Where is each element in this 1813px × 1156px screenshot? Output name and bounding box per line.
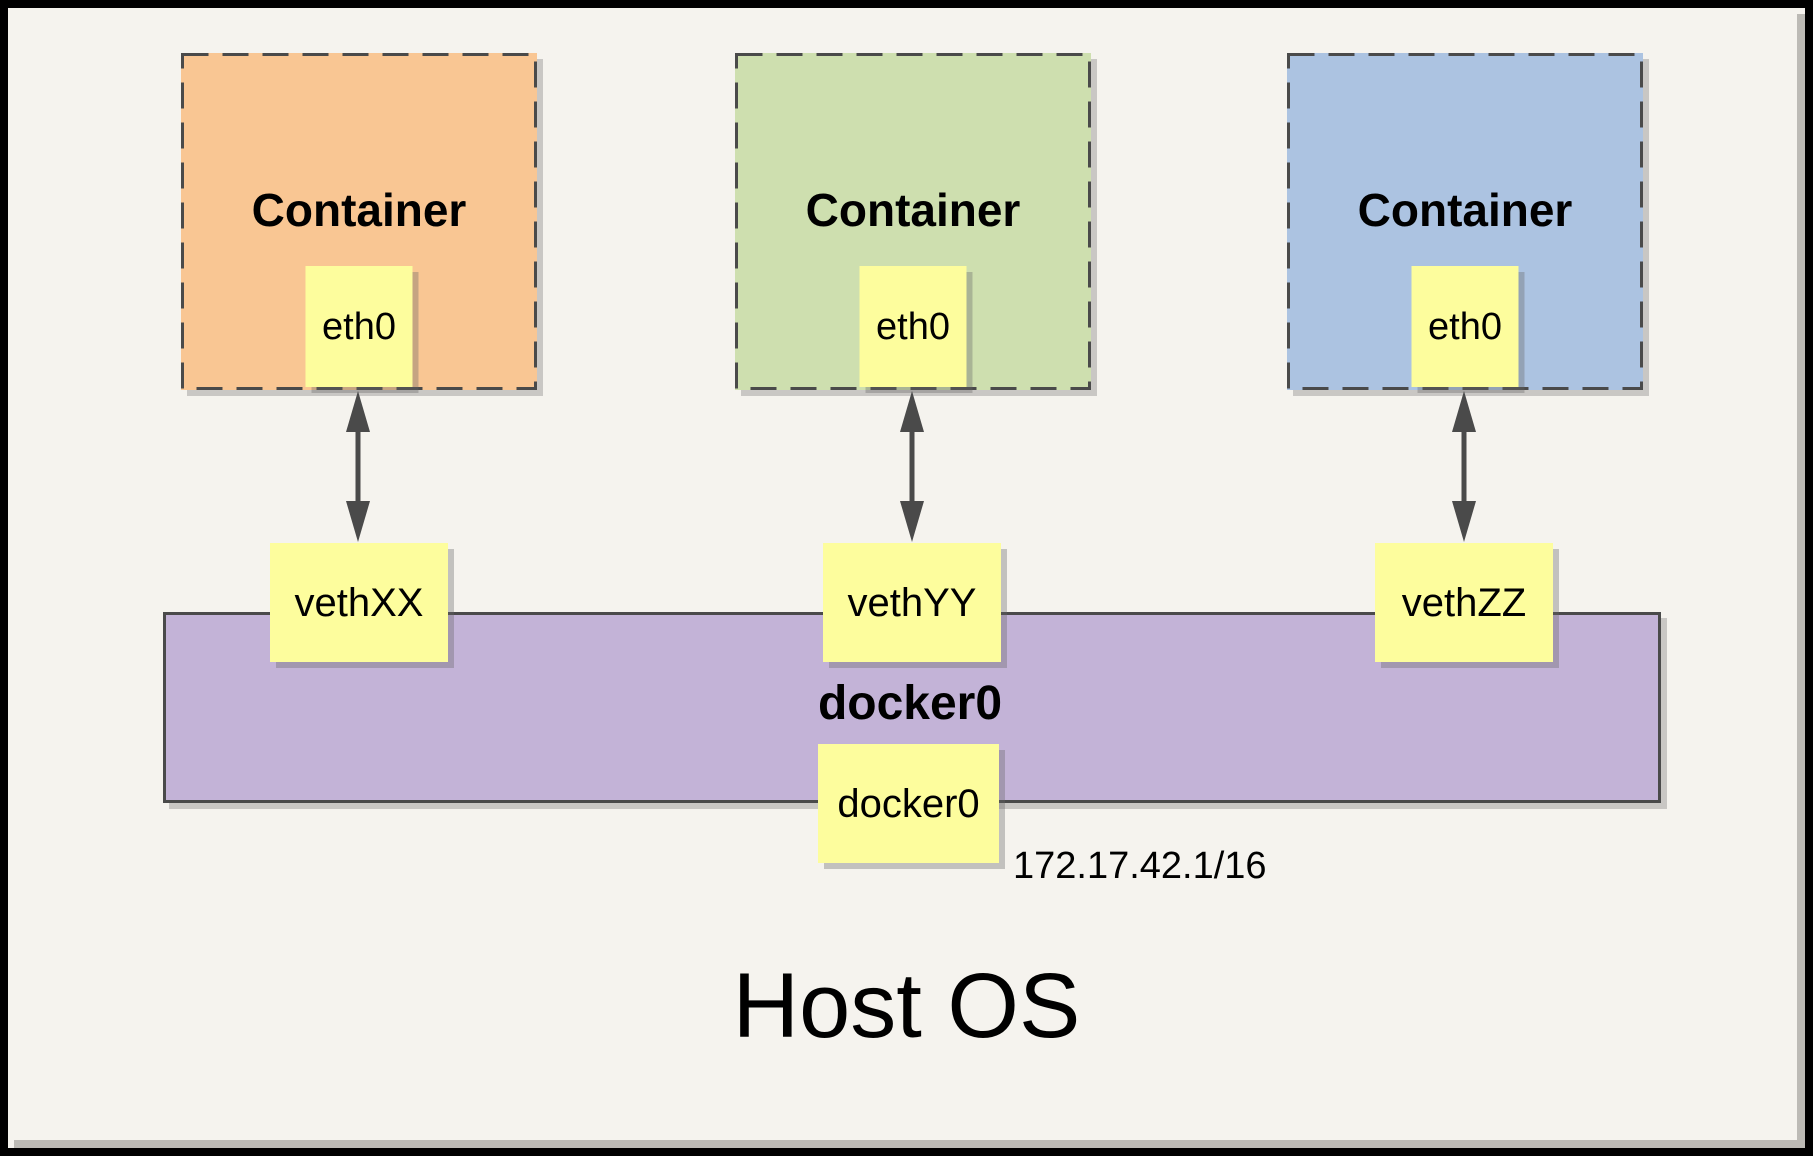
container-box-3: Container eth0 [1287, 53, 1643, 390]
container-box-1: Container eth0 [181, 53, 537, 390]
panel-shadow-bottom [14, 1140, 1805, 1148]
eth0-label-3: eth0 [1428, 305, 1502, 348]
eth0-box-2: eth0 [859, 266, 967, 387]
eth0-box-1: eth0 [305, 266, 413, 387]
eth0-box-3: eth0 [1411, 266, 1519, 387]
double-arrow-icon-1 [346, 391, 370, 542]
eth0-label-1: eth0 [322, 305, 396, 348]
double-arrow-icon-3 [1452, 391, 1476, 542]
docker0-interface-box: docker0 [818, 744, 999, 863]
host-os-label: Host OS [732, 955, 1081, 1057]
panel-shadow-right [1797, 14, 1805, 1148]
ip-address-label: 172.17.42.1/16 [1013, 845, 1267, 887]
double-arrow-icon-2 [900, 391, 924, 542]
container-box-2: Container eth0 [735, 53, 1091, 390]
docker0-bridge-label: docker0 [817, 677, 1003, 730]
vethzz-label: vethZZ [1401, 580, 1527, 625]
vethxx-label: vethXX [294, 580, 424, 625]
vethyy-box: vethYY [823, 543, 1001, 662]
eth0-label-2: eth0 [876, 305, 950, 348]
container-label-2: Container [805, 184, 1021, 236]
docker0-interface-label: docker0 [837, 781, 980, 826]
container-label-3: Container [1357, 184, 1573, 236]
vethzz-box: vethZZ [1375, 543, 1553, 662]
container-label-1: Container [251, 184, 467, 236]
vethyy-label: vethYY [847, 580, 977, 625]
vethxx-box: vethXX [270, 543, 448, 662]
